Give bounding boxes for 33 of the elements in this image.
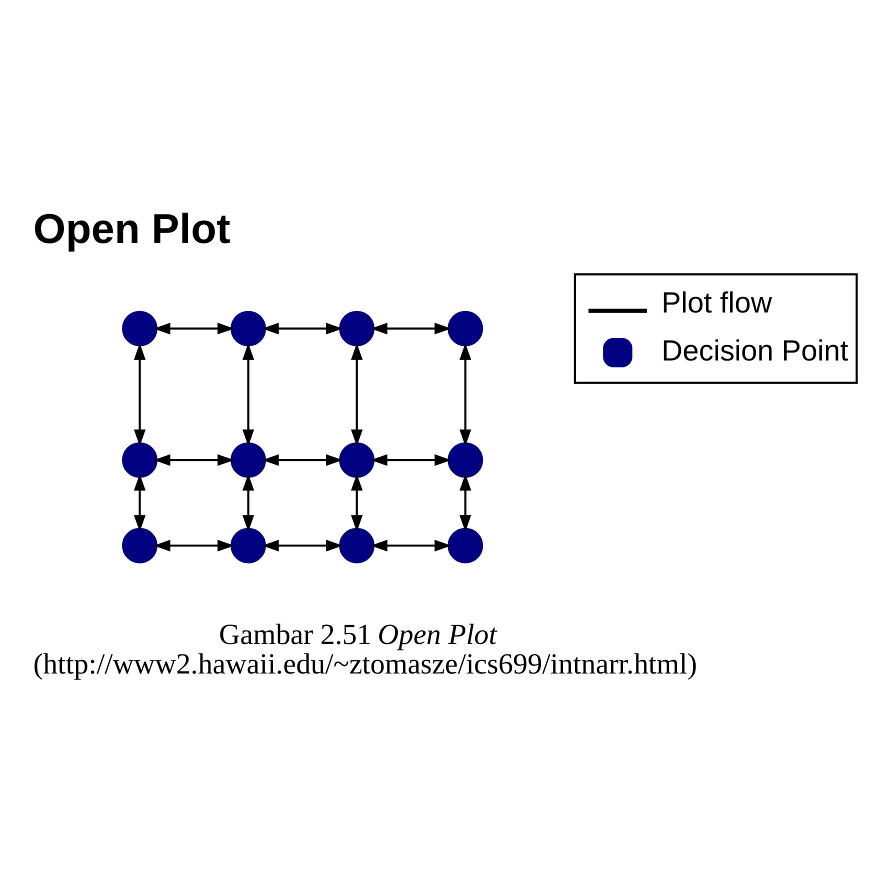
arrow xyxy=(370,540,452,552)
arrow xyxy=(154,540,234,552)
diagram-title: Open Plot xyxy=(33,205,230,252)
arrow xyxy=(350,474,363,532)
node-circle xyxy=(448,528,484,564)
arrow xyxy=(154,322,234,334)
arrow xyxy=(262,322,343,334)
node-circle xyxy=(230,528,266,564)
node-circle xyxy=(339,528,375,564)
node-circle xyxy=(122,528,158,564)
node-circle xyxy=(230,442,266,478)
arrow xyxy=(154,454,234,466)
node-circle xyxy=(339,442,375,478)
arrow xyxy=(242,343,254,446)
node-circle xyxy=(448,310,484,346)
arrow xyxy=(460,343,472,446)
arrow xyxy=(262,454,343,466)
node-circle xyxy=(122,442,158,478)
caption: Gambar 2.51 Open Plot (http://www2.hawaii.edu/~ztomasze/ics699/intnarr.html) xyxy=(33,619,698,680)
node-circle xyxy=(339,310,375,346)
node-circle xyxy=(448,442,484,478)
legend-label: Decision Point xyxy=(662,335,848,368)
arrow xyxy=(134,343,146,446)
arrow xyxy=(370,322,452,334)
arrow xyxy=(242,474,254,532)
node-circle xyxy=(122,310,158,346)
legend-label: Plot flow xyxy=(662,287,772,320)
arrow xyxy=(134,474,146,532)
arrow xyxy=(460,474,472,532)
arrow xyxy=(350,343,363,446)
arrow xyxy=(370,454,452,466)
arrow xyxy=(262,540,343,552)
node-circle xyxy=(230,310,266,346)
